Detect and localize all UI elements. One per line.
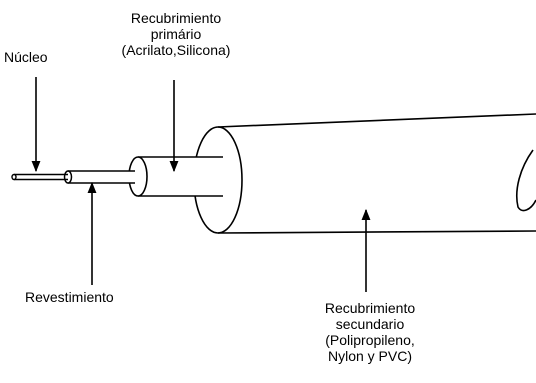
core-fiber [11, 173, 68, 181]
core-label: Núcleo [4, 49, 48, 65]
primary-coating-cylinder [128, 156, 223, 197]
secondary-coating-cylinder [193, 113, 536, 234]
cladding-label: Revestimiento [25, 289, 114, 305]
secondary-coating-top-edge [217, 113, 536, 128]
primary-coating-label: Recubrimiento primário (Acrilato,Silicon… [121, 10, 231, 58]
secondary-coating-bottom-edge [217, 230, 536, 234]
core-end-face [11, 173, 17, 181]
cladding-end-face [63, 170, 73, 184]
secondary-coating-far-end-contour [516, 149, 536, 212]
pointer-arrows [31, 77, 371, 292]
secondary-coating-label: Recubrimiento secundario (Polipropileno,… [324, 300, 416, 364]
cladding-cylinder [63, 170, 138, 184]
